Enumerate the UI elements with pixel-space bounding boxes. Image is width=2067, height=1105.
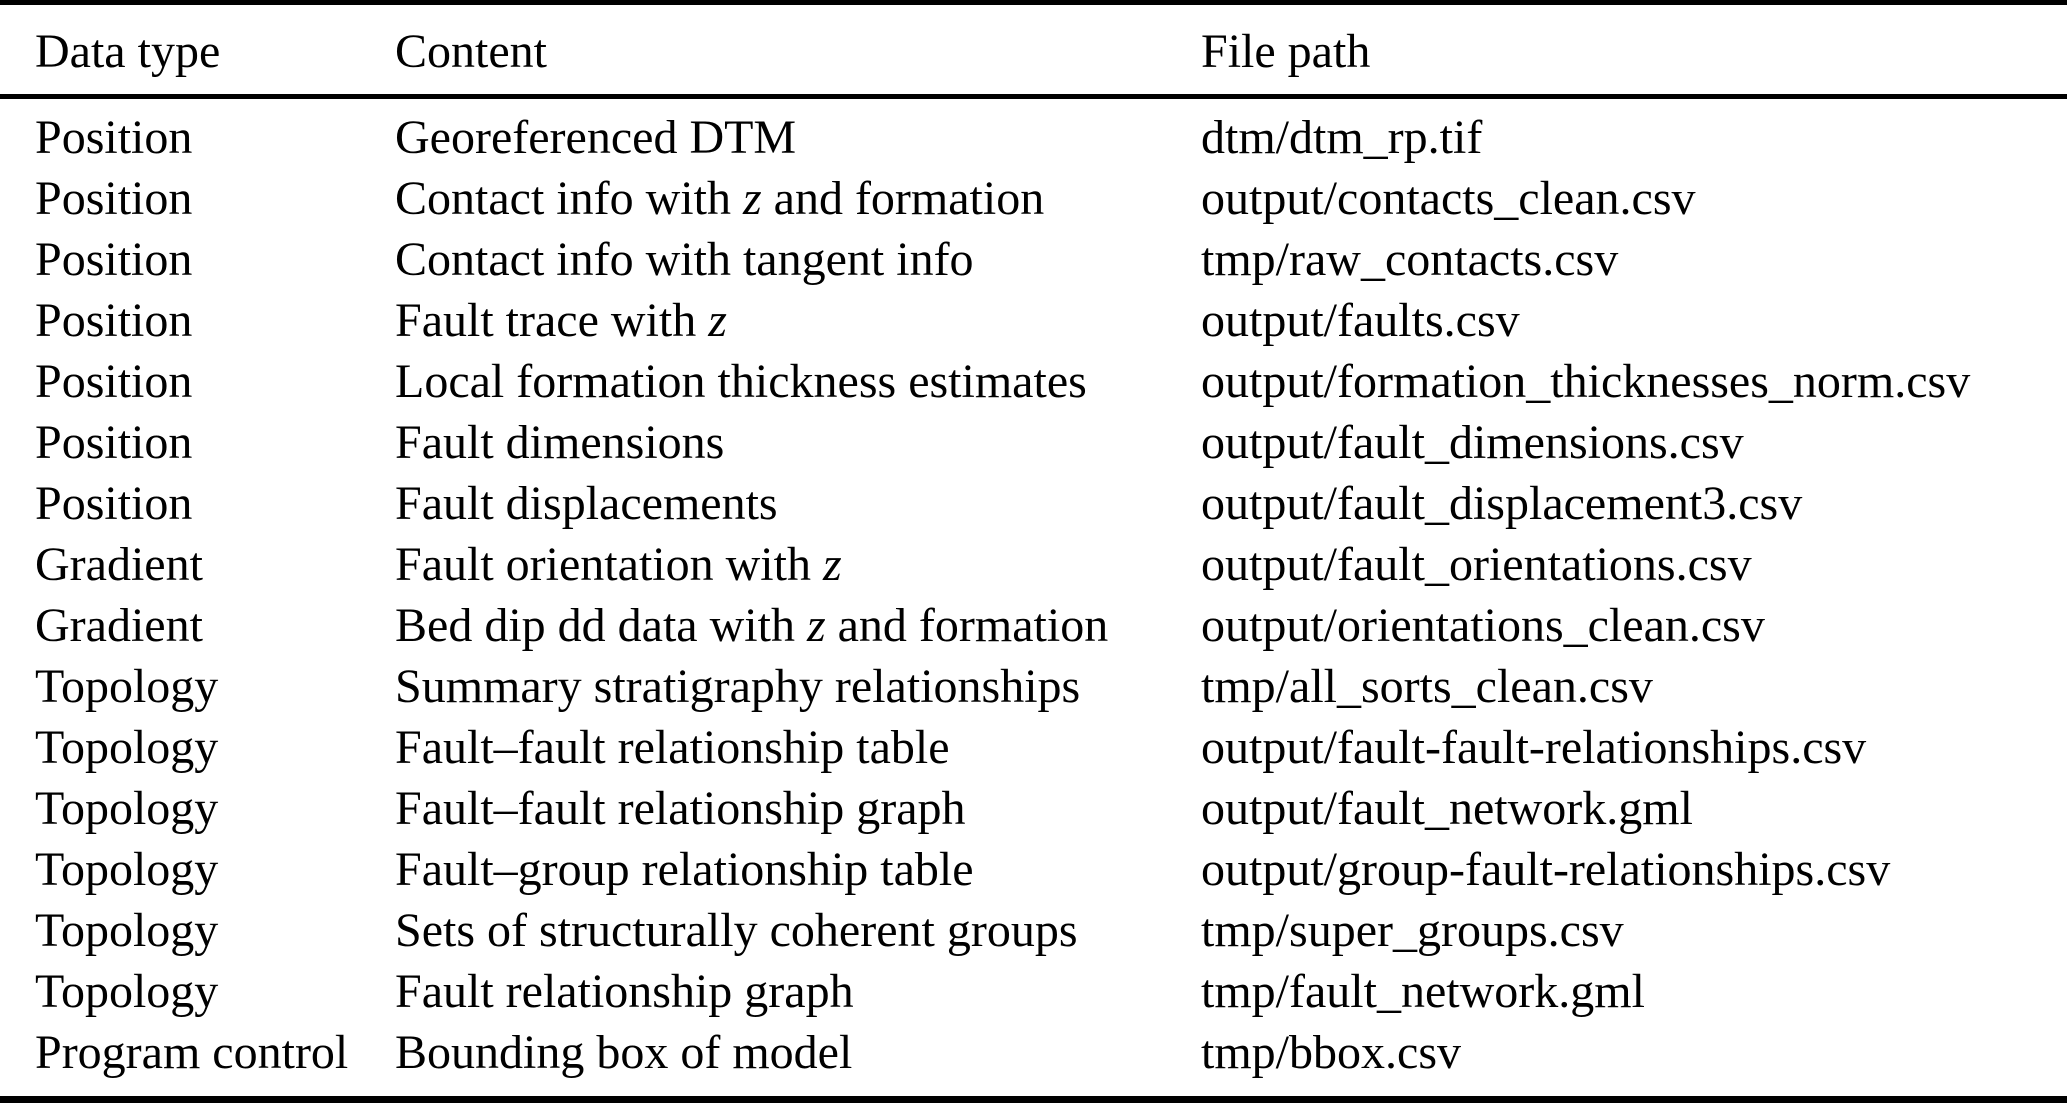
cell-data-type: Position bbox=[35, 294, 193, 347]
cell-content: Fault displacements bbox=[395, 477, 778, 530]
cell-data-type: Gradient bbox=[35, 538, 203, 591]
cell-content: Fault trace with z bbox=[395, 294, 727, 347]
cell-file-path: output/formation_thicknesses_norm.csv bbox=[1201, 355, 1971, 408]
cell-content: Contact info with z and formation bbox=[395, 172, 1045, 225]
cell-data-type: Topology bbox=[35, 965, 219, 1018]
cell-content: Bed dip dd data with z and formation bbox=[395, 599, 1109, 652]
cell-file-path: tmp/all_sorts_clean.csv bbox=[1201, 660, 1653, 713]
column-header-content: Content bbox=[395, 2, 1201, 99]
cell-file-path: output/faults.csv bbox=[1201, 294, 1520, 347]
cell-data-type: Topology bbox=[35, 843, 219, 896]
math-variable-z: z bbox=[806, 599, 826, 652]
table-row: Program control Bounding box of model tmp/… bbox=[0, 1022, 2067, 1100]
header-row: Data type Content File path bbox=[0, 2, 2067, 99]
cell-content: Local formation thickness estimates bbox=[395, 355, 1087, 408]
table-row: Position Contact info with z and formatio… bbox=[0, 168, 2067, 229]
cell-file-path: output/fault_orientations.csv bbox=[1201, 538, 1752, 591]
table-header: Data type Content File path bbox=[0, 2, 2067, 99]
cell-file-path: tmp/fault_network.gml bbox=[1201, 965, 1645, 1018]
cell-file-path: output/fault_displacement3.csv bbox=[1201, 477, 1803, 530]
math-variable-z: z bbox=[742, 172, 762, 225]
cell-content: Fault–fault relationship graph bbox=[395, 782, 966, 835]
cell-data-type: Gradient bbox=[35, 599, 203, 652]
cell-content: Fault relationship graph bbox=[395, 965, 854, 1018]
table-row: Topology Fault–fault relationship graph ou… bbox=[0, 778, 2067, 839]
cell-data-type: Position bbox=[35, 111, 193, 164]
cell-content: Fault–group relationship table bbox=[395, 843, 974, 896]
cell-file-path: output/fault_dimensions.csv bbox=[1201, 416, 1744, 469]
cell-content: Fault–fault relationship table bbox=[395, 721, 950, 774]
column-header-data-type: Data type bbox=[0, 2, 395, 99]
table-row: Position Fault trace with z output/faults.… bbox=[0, 290, 2067, 351]
cell-file-path: tmp/super_groups.csv bbox=[1201, 904, 1624, 957]
table-row: Position Contact info with tangent info tm… bbox=[0, 229, 2067, 290]
cell-content: Fault dimensions bbox=[395, 416, 725, 469]
cell-file-path: output/orientations_clean.csv bbox=[1201, 599, 1765, 652]
table-row: Gradient Bed dip dd data with z and forma… bbox=[0, 595, 2067, 656]
cell-file-path: output/group-fault-relationships.csv bbox=[1201, 843, 1891, 896]
cell-data-type: Topology bbox=[35, 721, 219, 774]
table-row: Position Fault displacements output/fault_… bbox=[0, 473, 2067, 534]
cell-file-path: dtm/dtm_rp.tif bbox=[1201, 111, 1483, 164]
cell-data-type: Topology bbox=[35, 660, 219, 713]
table-row: Position Local formation thickness estima… bbox=[0, 351, 2067, 412]
table-row: Position Georeferenced DTM dtm/dtm_rp.tif bbox=[0, 97, 2067, 169]
cell-file-path: output/fault_network.gml bbox=[1201, 782, 1693, 835]
cell-data-type: Position bbox=[35, 233, 193, 286]
column-header-file-path: File path bbox=[1201, 2, 2067, 99]
cell-data-type: Position bbox=[35, 172, 193, 225]
cell-file-path: tmp/bbox.csv bbox=[1201, 1026, 1461, 1079]
cell-content: Bounding box of model bbox=[395, 1026, 853, 1079]
cell-file-path: tmp/raw_contacts.csv bbox=[1201, 233, 1619, 286]
table-row: Gradient Fault orientation with z output/f… bbox=[0, 534, 2067, 595]
cell-data-type: Position bbox=[35, 477, 193, 530]
table-row: Topology Summary stratigraphy relationshi… bbox=[0, 656, 2067, 717]
table-row: Position Fault dimensions output/fault_dim… bbox=[0, 412, 2067, 473]
table-row: Topology Fault–fault relationship table ou… bbox=[0, 717, 2067, 778]
cell-data-type: Position bbox=[35, 416, 193, 469]
cell-content: Contact info with tangent info bbox=[395, 233, 974, 286]
cell-content: Sets of structurally coherent groups bbox=[395, 904, 1078, 957]
math-variable-z: z bbox=[708, 294, 727, 347]
table-row: Topology Fault–group relationship table ou… bbox=[0, 839, 2067, 900]
cell-data-type: Topology bbox=[35, 904, 219, 957]
cell-content: Georeferenced DTM bbox=[395, 111, 797, 164]
cell-content: Fault orientation with z bbox=[395, 538, 842, 591]
cell-file-path: output/contacts_clean.csv bbox=[1201, 172, 1696, 225]
table-row: Topology Fault relationship graph tmp/faul… bbox=[0, 961, 2067, 1022]
table-row: Topology Sets of structurally coherent gr… bbox=[0, 900, 2067, 961]
cell-data-type: Topology bbox=[35, 782, 219, 835]
math-variable-z: z bbox=[822, 538, 842, 591]
cell-data-type: Position bbox=[35, 355, 193, 408]
cell-content: Summary stratigraphy relationships bbox=[395, 660, 1081, 713]
cell-data-type: Program control bbox=[35, 1026, 349, 1079]
cell-file-path: output/fault-fault-relationships.csv bbox=[1201, 721, 1867, 774]
